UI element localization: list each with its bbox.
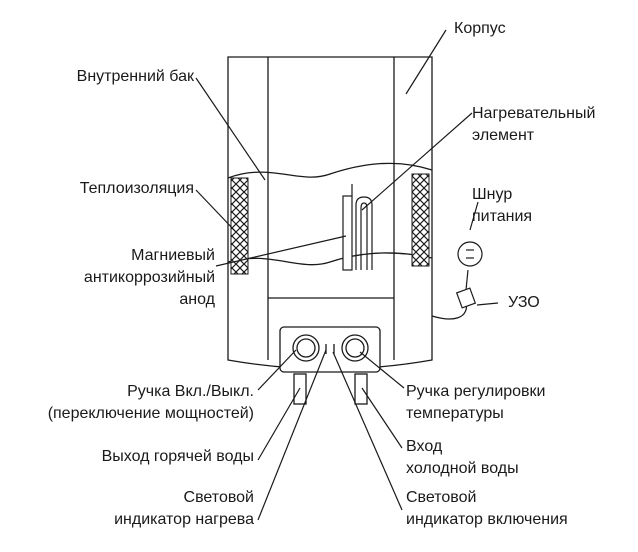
label-heating-element: Нагревательный элемент bbox=[472, 105, 596, 144]
label-inner-tank: Внутренний бак bbox=[76, 68, 194, 85]
label-heat-indicator: Световой индикатор нагрева bbox=[114, 489, 254, 528]
leader-lines bbox=[195, 29, 499, 521]
label-housing: Корпус bbox=[454, 20, 506, 37]
label-anode: Магниевый антикоррозийный анод bbox=[83, 247, 215, 308]
label-rcd: УЗО bbox=[508, 294, 540, 311]
insulation-hatch bbox=[230, 173, 430, 275]
power-cord-drawing bbox=[431, 241, 483, 320]
control-panel bbox=[279, 326, 381, 373]
label-power-knob: Ручка Вкл./Выкл. (переключение мощностей… bbox=[47, 383, 254, 422]
label-hot-outlet: Выход горячей воды bbox=[101, 448, 254, 465]
label-power-cord: Шнур питания bbox=[472, 186, 533, 225]
label-cold-inlet: Вход холодной воды bbox=[406, 438, 519, 477]
heater-housing bbox=[227, 56, 433, 370]
label-insulation: Теплоизоляция bbox=[79, 180, 194, 197]
label-temp-knob: Ручка регулировки температуры bbox=[406, 383, 546, 422]
water-pipes bbox=[293, 373, 368, 405]
label-power-indicator: Световой индикатор включения bbox=[406, 489, 568, 528]
